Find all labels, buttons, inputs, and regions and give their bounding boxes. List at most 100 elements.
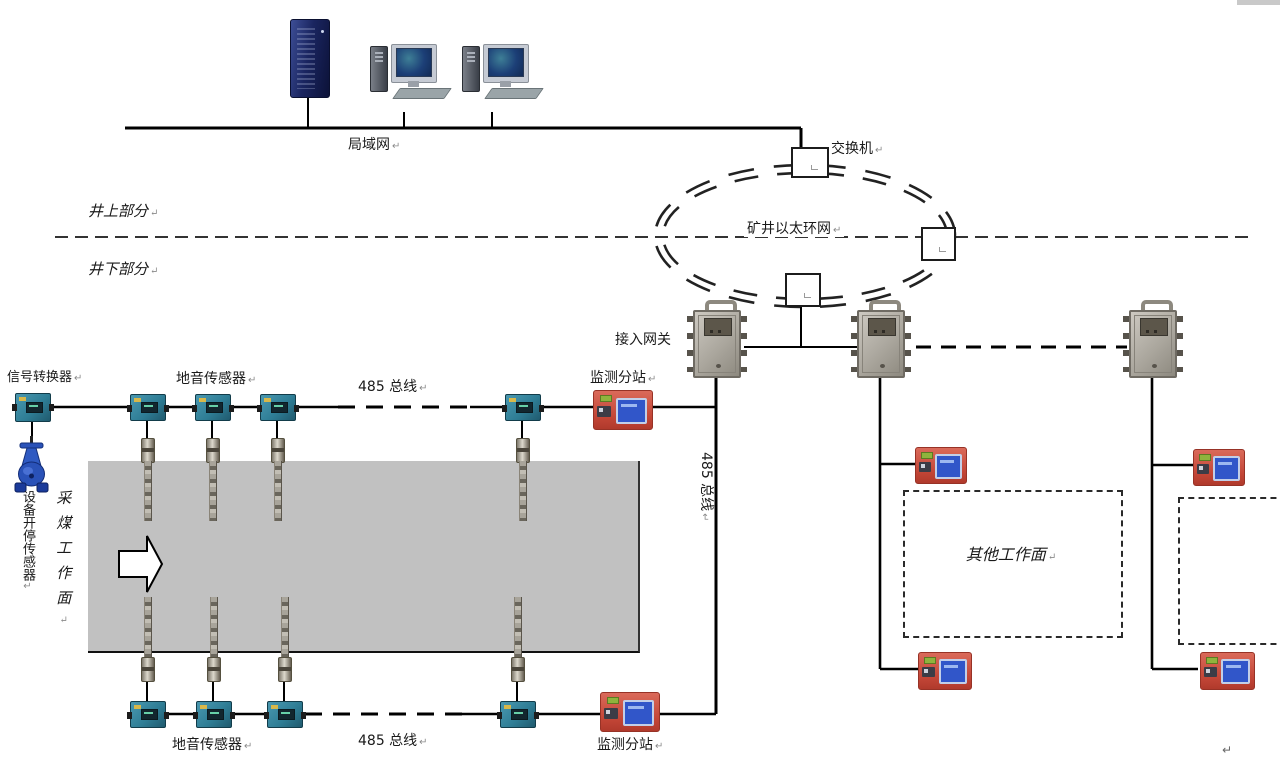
top-probe-drop-lines xyxy=(146,419,523,441)
probe-sensor-icon xyxy=(206,438,220,463)
monitoring-substation-icon xyxy=(1200,652,1255,690)
scrollbar-fragment[interactable] xyxy=(1237,0,1280,5)
coal-face-text: 采煤工作面 xyxy=(54,490,73,615)
branch2-wiring xyxy=(878,378,918,671)
equipment-sensor-text: 设备开停传感器 xyxy=(19,490,35,581)
above-ground-text: 井上部分 xyxy=(88,202,149,220)
gateway-label-text: 接入网关 xyxy=(615,332,671,348)
probe-rod xyxy=(274,461,282,521)
return-mark: ↵ xyxy=(648,374,657,385)
gateway-bolts xyxy=(741,316,747,372)
lan-label-text: 局域网 xyxy=(348,137,390,153)
probe-rod xyxy=(281,597,289,657)
monitoring-substation-icon xyxy=(600,692,660,732)
return-mark: ↵ xyxy=(248,375,257,386)
probe-rod xyxy=(144,461,152,521)
substation-bottom-label: 监测分站↵ xyxy=(597,737,663,753)
probe-sensor-icon xyxy=(516,438,530,463)
monitoring-substation-icon xyxy=(915,447,967,484)
other-face-label: 其他工作面↵ xyxy=(903,545,1119,564)
gateway-bolts xyxy=(905,316,911,372)
mining-direction-arrow-icon xyxy=(118,535,164,593)
gateway-handle xyxy=(705,300,737,316)
bus485-vertical-text: 485 总线 xyxy=(698,452,714,512)
coal-face-label: 采煤工作面↵ xyxy=(54,490,73,640)
return-mark: ↵ xyxy=(833,225,842,236)
geophone-node-icon xyxy=(502,394,544,421)
return-mark: ↵ xyxy=(21,581,33,592)
lan-label: 局域网↵ xyxy=(348,137,400,153)
ring-node-right-icon xyxy=(921,227,956,261)
pc-monitor-icon xyxy=(483,44,529,83)
gateway-bolts xyxy=(851,316,857,372)
return-mark: ↵ xyxy=(1047,552,1057,563)
return-mark: ↵ xyxy=(875,145,884,156)
return-mark: ↵ xyxy=(150,266,159,277)
pc-monitor-icon xyxy=(391,44,437,83)
signal-converter-label: 信号转换器↵ xyxy=(7,370,83,386)
equipment-onoff-sensor-icon xyxy=(14,436,50,496)
return-mark: ↵ xyxy=(655,741,664,752)
monitoring-substation-icon xyxy=(593,390,653,430)
substation-top-label: 监测分站↵ xyxy=(590,370,656,386)
probe-sensor-icon xyxy=(141,657,155,682)
pc-stand-icon xyxy=(500,81,511,87)
probe-rod xyxy=(519,461,527,521)
ethernet-switch-icon xyxy=(791,147,829,178)
gateway-body xyxy=(1129,310,1177,378)
pc-screen-icon xyxy=(396,48,432,77)
probe-rod xyxy=(144,597,152,657)
monitoring-substation-icon xyxy=(1193,449,1245,486)
ring-node-bottom-icon xyxy=(785,273,821,307)
ring-label-text: 矿井以太环网 xyxy=(747,221,831,237)
above-ground-label: 井上部分↵ xyxy=(88,202,158,220)
probe-rod xyxy=(210,597,218,657)
return-mark: ↵ xyxy=(74,373,83,384)
equipment-onoff-sensor-label: 设备开停传感器↵ xyxy=(19,490,35,630)
probe-sensor-icon xyxy=(278,657,292,682)
probe-sensor-icon xyxy=(207,657,221,682)
pc-stand-icon xyxy=(408,81,419,87)
geophone-top-text: 地音传感器 xyxy=(176,371,246,387)
bus485-top-text: 485 总线 xyxy=(358,379,418,395)
return-mark: ↵ xyxy=(58,615,70,636)
gateway-bolts xyxy=(1123,316,1129,372)
other-face-box-2 xyxy=(1178,497,1280,645)
gateway-bolts xyxy=(687,316,693,372)
server-icon xyxy=(290,19,330,98)
return-mark: ↵ xyxy=(699,513,710,522)
substation-bottom-text: 监测分站 xyxy=(597,737,653,753)
pc-screen-icon xyxy=(488,48,524,77)
monitoring-substation-icon xyxy=(918,652,972,690)
geophone-node-icon xyxy=(193,701,235,728)
bus485-bottom-label: 485 总线↵ xyxy=(358,733,428,749)
desktop-computer-icon xyxy=(370,44,452,100)
geophone-bottom-label: 地音传感器↵ xyxy=(172,737,252,753)
return-mark: ↵ xyxy=(419,383,428,394)
probe-rod xyxy=(209,461,217,521)
ring-label: 矿井以太环网↵ xyxy=(744,221,845,238)
bottom-probe-drop-lines xyxy=(146,681,518,702)
probe-sensor-icon xyxy=(271,438,285,463)
computer-drop-lines xyxy=(307,95,493,128)
return-mark: ↵ xyxy=(244,741,253,752)
coal-face-area xyxy=(88,461,640,653)
desktop-computer-icon xyxy=(462,44,544,100)
return-mark: ↵ xyxy=(392,141,401,152)
bus485-top-label: 485 总线↵ xyxy=(358,379,428,395)
bus485-bottom-text: 485 总线 xyxy=(358,733,418,749)
page-return-mark: ↵ xyxy=(1222,743,1233,758)
gateway-handle xyxy=(869,300,901,316)
geophone-node-icon xyxy=(127,394,169,421)
gateway-bolts xyxy=(1177,316,1183,372)
pc-keyboard-icon xyxy=(392,88,452,99)
probe-sensor-icon xyxy=(511,657,525,682)
other-face-text: 其他工作面 xyxy=(965,545,1046,564)
switch-label: 交换机↵ xyxy=(831,141,883,157)
other-face-box-1 xyxy=(903,490,1123,638)
geophone-node-icon xyxy=(192,394,234,421)
return-mark: ↵ xyxy=(1222,743,1233,757)
signal-converter-icon xyxy=(12,393,54,422)
access-gateway-icon xyxy=(1123,300,1183,378)
